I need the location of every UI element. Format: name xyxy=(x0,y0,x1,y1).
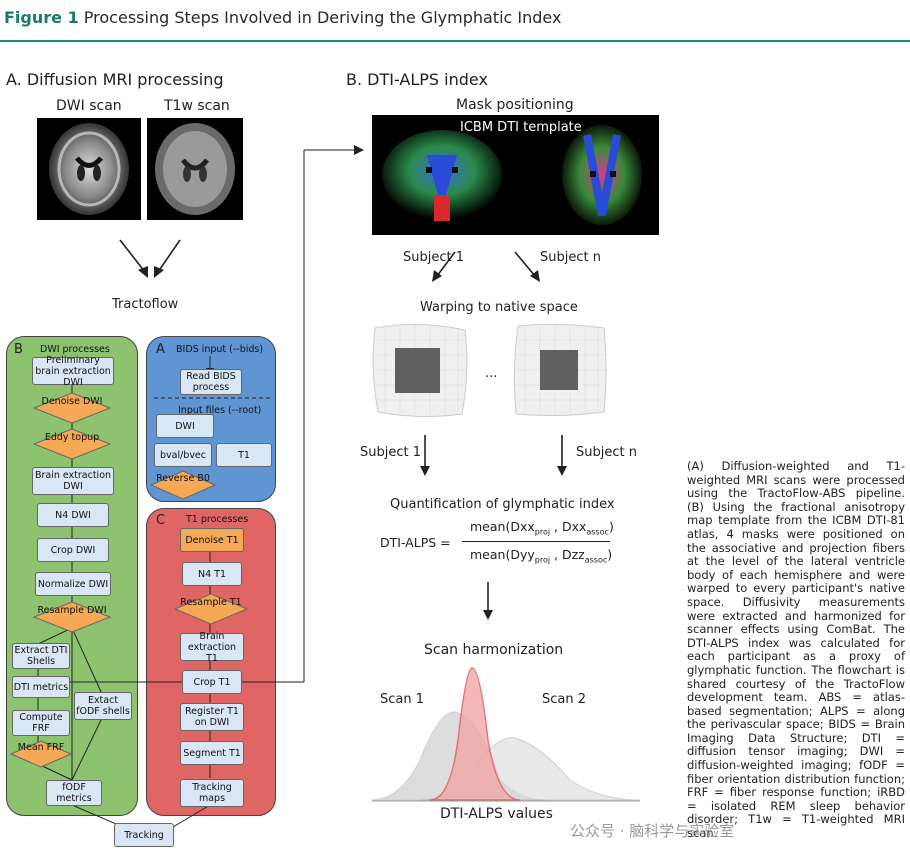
figure-label: Figure 1 xyxy=(4,8,79,27)
panel-a-input-files: Input files (--root) xyxy=(178,405,262,416)
step-normalize-dwi: Normalize DWI xyxy=(35,572,111,596)
tractoflow-label: Tractoflow xyxy=(112,297,179,312)
step-prelim-brain-extraction-dwi: Preliminary brain extraction DWI xyxy=(32,355,114,388)
step-compute-frf: Compute FRF xyxy=(12,710,70,736)
step-read-bids: Read BIDS process xyxy=(180,369,242,395)
mask-positioning-label: Mask positioning xyxy=(456,97,574,113)
subject-1-mid-label: Subject 1 xyxy=(360,445,422,460)
step-tracking-maps: Tracking maps xyxy=(180,779,244,807)
figure-title-text: Processing Steps Involved in Deriving th… xyxy=(83,8,562,27)
step-n4-t1: N4 T1 xyxy=(182,562,242,586)
step-dti-metrics: DTI metrics xyxy=(12,676,70,698)
warping-label: Warping to native space xyxy=(420,300,578,315)
watermark-text: 公众号 · 脑科学与实验室 xyxy=(570,822,735,840)
step-fodf-metrics: fODF metrics xyxy=(46,780,102,806)
step-eddy-topup: Eddy topup xyxy=(33,428,111,460)
step-brain-extraction-t1: Brain extraction T1 xyxy=(180,631,244,664)
step-crop-dwi: Crop DWI xyxy=(37,538,109,562)
formula-fraction-bar xyxy=(462,541,610,542)
panel-b-letter: B xyxy=(14,342,23,357)
step-resample-dwi: Resample DWI xyxy=(33,601,111,633)
section-b-heading: B. DTI-ALPS index xyxy=(346,70,488,89)
step-crop-t1: Crop T1 xyxy=(182,670,242,694)
formula-numerator: mean(Dxxproj , Dxxassoc) xyxy=(470,519,614,537)
scan-2-label: Scan 2 xyxy=(542,692,587,707)
input-bval-bvec: bval/bvec xyxy=(154,443,212,467)
scan-1-label: Scan 1 xyxy=(380,692,425,707)
icbm-template-label: ICBM DTI template xyxy=(460,120,582,135)
panel-a-title: BIDS input (--bids) xyxy=(176,344,264,355)
step-denoise-t1: Denoise T1 xyxy=(180,528,244,552)
figure-title: Figure 1 Processing Steps Involved in De… xyxy=(4,8,561,27)
warped-grid-subject-1 xyxy=(370,320,470,420)
subject-n-top-label: Subject n xyxy=(540,250,601,265)
panel-c-title: T1 processes xyxy=(186,514,249,525)
step-segment-t1: Segment T1 xyxy=(180,741,244,765)
figure-caption: (A) Diffusion-weighted and T1-weighted M… xyxy=(687,459,905,841)
step-n4-dwi: N4 DWI xyxy=(37,503,109,527)
panel-b-title: DWI processes xyxy=(40,344,110,355)
warped-grid-subject-n xyxy=(510,320,610,420)
warp-ellipsis: ... xyxy=(485,366,498,381)
t1w-scan-image xyxy=(147,118,243,220)
panel-c-letter: C xyxy=(156,513,166,528)
dti-alps-values-label: DTI-ALPS values xyxy=(440,806,553,822)
panel-a-letter: A xyxy=(156,342,165,357)
formula-denominator: mean(Dyyproj , Dzzassoc) xyxy=(470,547,613,565)
subject-n-mid-label: Subject n xyxy=(576,445,637,460)
dwi-scan-label: DWI scan xyxy=(56,98,122,114)
input-reverse-b0: Reverse B0 xyxy=(150,470,216,500)
quantification-label: Quantification of glymphatic index xyxy=(390,497,615,512)
t1w-scan-label: T1w scan xyxy=(164,98,230,114)
harmonization-label: Scan harmonization xyxy=(424,642,564,658)
step-extract-dti-shells: Extract DTI Shells xyxy=(12,643,70,669)
input-dwi: DWI xyxy=(156,414,214,438)
step-register-t1: Register T1 on DWI xyxy=(180,703,244,731)
step-mean-frf: Mean FRF xyxy=(10,740,72,768)
section-a-heading: A. Diffusion MRI processing xyxy=(6,70,224,89)
step-tracking: Tracking xyxy=(114,823,174,847)
step-brain-extraction-dwi: Brain extraction DWI xyxy=(32,467,114,495)
step-extract-fodf-shells: Extact fODF shells xyxy=(74,692,132,720)
dwi-scan-image xyxy=(37,118,141,220)
step-resample-t1: Resample T1 xyxy=(174,593,248,625)
step-denoise-dwi: Denoise DWI xyxy=(33,392,111,424)
input-t1: T1 xyxy=(216,443,272,467)
title-rule xyxy=(0,40,910,42)
icbm-dti-template-image xyxy=(372,115,659,235)
formula-lhs: DTI-ALPS = xyxy=(380,535,451,550)
